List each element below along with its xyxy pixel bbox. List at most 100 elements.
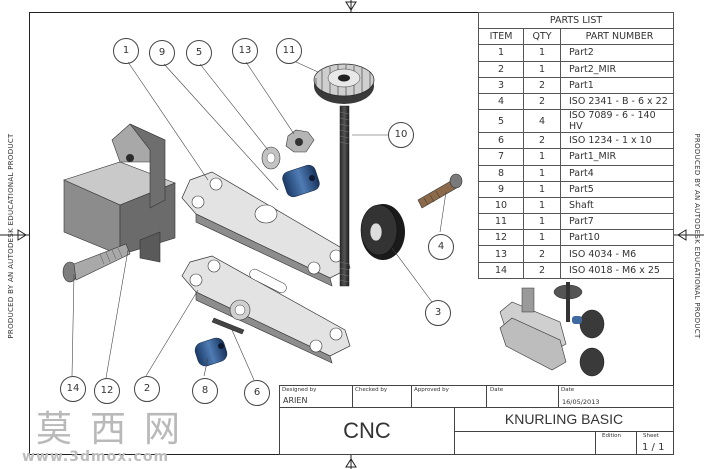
sheet-cell: Sheet 1 / 1 [636, 431, 674, 455]
item-cell: 7 [478, 148, 524, 166]
small-pin-part [211, 317, 245, 335]
qty-cell: 1 [523, 180, 561, 198]
part-number-cell: Part4 [560, 164, 674, 182]
sheet-value: 1 / 1 [642, 442, 665, 453]
qty-cell: 2 [523, 132, 561, 150]
knurl-gear-part [313, 63, 375, 104]
qty-cell: 1 [523, 164, 561, 182]
part-number-cell: Part1 [560, 76, 674, 94]
leader-lines [71, 61, 447, 381]
drawing-title: KNURLING BASIC [504, 411, 624, 427]
balloon-10: 10 [388, 122, 414, 148]
checked-by-cell: Checked by [352, 385, 412, 408]
balloon-12: 12 [94, 378, 120, 404]
balloon-8: 8 [192, 378, 218, 404]
blank-cell [454, 431, 596, 455]
item-cell: 4 [478, 92, 524, 111]
edition-label: Edition [602, 433, 622, 439]
qty-cell: 1 [523, 60, 561, 78]
drawing-title-cell: KNURLING BASIC [454, 407, 674, 432]
bushing-part [194, 337, 228, 367]
part-number-cell: Part7 [560, 213, 674, 231]
approved-by-label: Approved by [414, 387, 449, 393]
balloon-6: 6 [244, 380, 270, 406]
block-part [63, 123, 176, 263]
washer-part [261, 146, 281, 170]
part-number-cell: Part1_MIR [560, 148, 674, 166]
part-number-cell: ISO 4034 - M6 [560, 245, 674, 263]
qty-cell: 4 [523, 109, 561, 134]
site-url-watermark: www.3dmox.com [22, 449, 170, 465]
shaft-part [339, 105, 350, 287]
date-label-2: Date [561, 387, 575, 393]
qty-cell: 1 [523, 229, 561, 247]
qty-cell: 2 [523, 261, 561, 279]
approved-by-cell: Approved by [411, 385, 487, 408]
bolt-part [62, 243, 131, 283]
item-cell: 13 [478, 245, 524, 263]
balloon-9: 9 [149, 40, 175, 66]
assembled-view [499, 282, 605, 377]
qty-cell: 2 [523, 76, 561, 94]
date-label-1: Date [490, 387, 504, 393]
part-number-cell: Shaft [560, 196, 674, 215]
nut-part [285, 129, 315, 153]
balloon-1: 1 [113, 38, 139, 64]
company-cell: CNC [279, 407, 455, 455]
item-cell: 5 [478, 109, 524, 134]
balloon-3: 3 [425, 300, 451, 326]
parts-list-title: PARTS LIST [478, 11, 674, 30]
balloon-11: 11 [276, 38, 302, 64]
qty-cell: 1 [523, 148, 561, 166]
part-number-cell: Part2_MIR [560, 60, 674, 78]
balloon-4: 4 [428, 234, 454, 260]
checked-by-label: Checked by [355, 387, 388, 393]
balloon-5: 5 [186, 40, 212, 66]
pin-part [417, 173, 463, 209]
item-cell: 12 [478, 229, 524, 247]
part-number-cell: ISO 2341 - B - 6 x 22 [560, 92, 674, 111]
part-number-cell: ISO 1234 - 1 x 10 [560, 132, 674, 150]
header-item: ITEM [478, 28, 524, 46]
part-number-cell: Part10 [560, 229, 674, 247]
qty-cell: 1 [523, 44, 561, 62]
item-cell: 1 [478, 44, 524, 62]
header-part-number: PART NUMBER [560, 28, 674, 46]
qty-cell: 2 [523, 92, 561, 111]
date-cell-2: Date 16/05/2013 [558, 385, 674, 408]
item-cell: 3 [478, 76, 524, 94]
designed-by-cell: Designed by ARIEN [279, 385, 353, 408]
lower-arm-part [181, 255, 351, 364]
designed-by-value: ARIEN [283, 396, 308, 405]
designed-by-label: Designed by [282, 387, 317, 393]
spacer-part [282, 164, 320, 198]
item-cell: 11 [478, 213, 524, 231]
item-cell: 9 [478, 180, 524, 198]
balloon-14: 14 [60, 376, 86, 402]
qty-cell: 2 [523, 245, 561, 263]
knurl-wheel-part [360, 204, 405, 260]
item-cell: 2 [478, 60, 524, 78]
site-logo-watermark: 莫西网 [36, 409, 199, 450]
date-cell-1: Date [486, 385, 559, 408]
part-number-cell: Part5 [560, 180, 674, 198]
part-number-cell: ISO 7089 - 6 - 140 HV [560, 109, 674, 134]
part-number-cell: ISO 4018 - M6 x 25 [560, 261, 674, 279]
